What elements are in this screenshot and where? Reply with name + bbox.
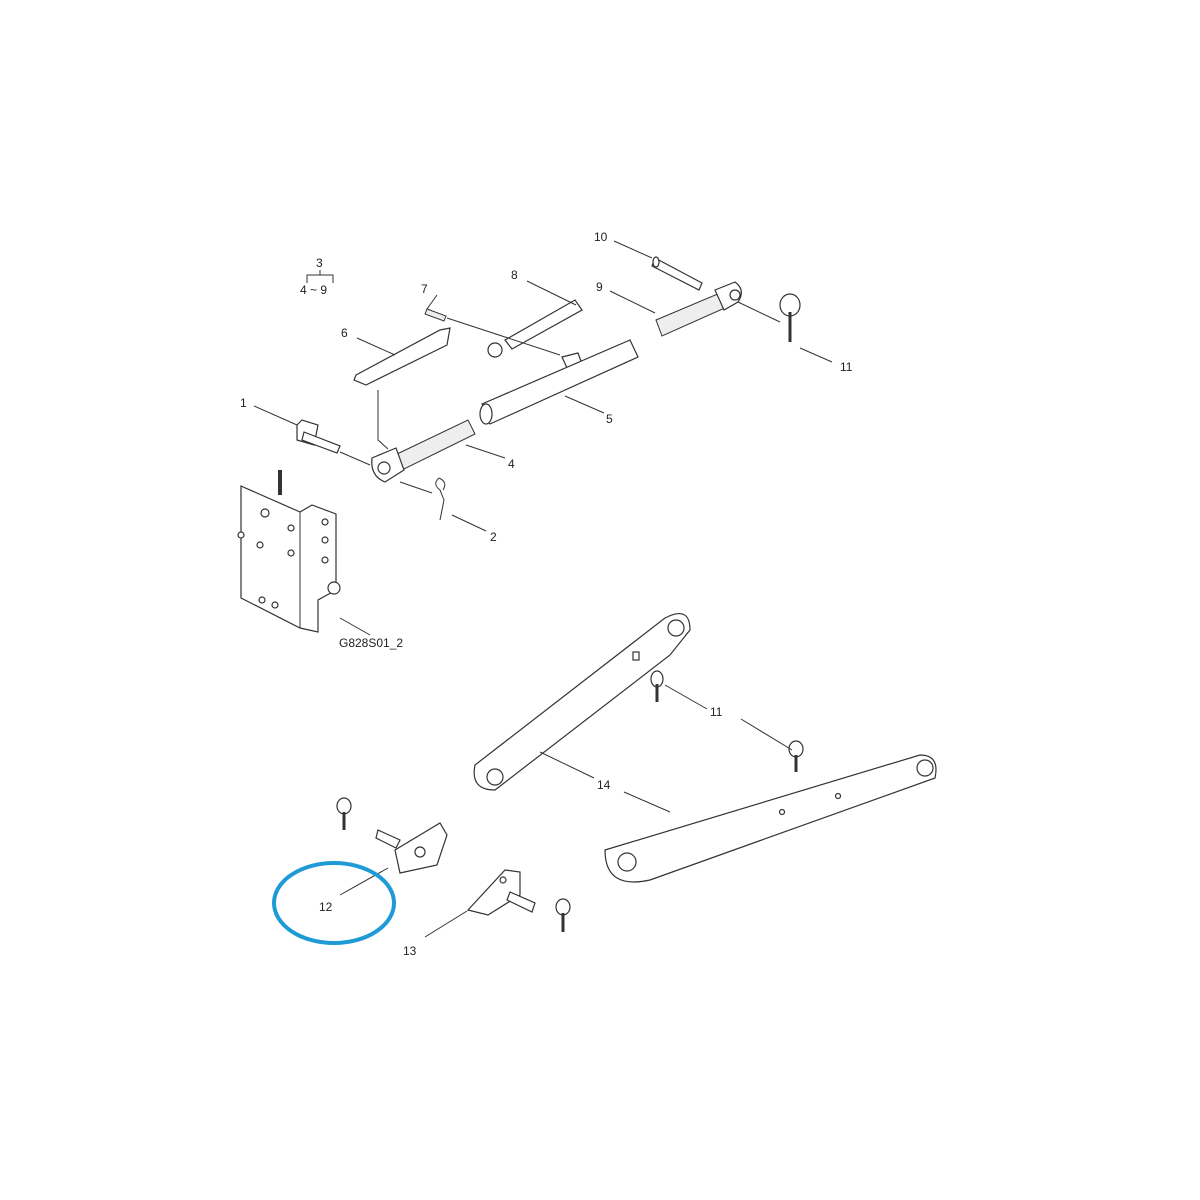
callout-12: 12 (319, 900, 333, 914)
callout-10: 10 (594, 230, 608, 244)
bracket-hole (260, 508, 270, 518)
link-ball-end (617, 852, 637, 872)
pin-shaft (301, 431, 341, 454)
pin-shaft (375, 829, 401, 849)
callout-4: 4 (508, 457, 515, 471)
part-4-threaded-end (371, 419, 476, 483)
bracket-hole (256, 541, 264, 549)
link-hole (834, 792, 842, 800)
bracket-hole (287, 524, 295, 532)
part-13-flange-pin (466, 869, 536, 916)
pin-ring (555, 898, 571, 916)
leader-line (539, 751, 671, 813)
leader-line (426, 294, 561, 356)
leader-line (356, 337, 396, 356)
lynch-pin (555, 898, 571, 932)
eye-hole (729, 289, 741, 301)
part-6-link (353, 327, 451, 386)
callout-13: 13 (403, 944, 417, 958)
part-7-roll-pin (424, 308, 447, 322)
leader-line (526, 280, 577, 306)
part-12-flange-pin (375, 822, 448, 874)
callout-11: 11 (840, 360, 853, 374)
handle-knob (487, 342, 503, 358)
flange-hole (499, 876, 507, 884)
leader-line (339, 867, 389, 896)
link-body (604, 754, 937, 883)
leader-line (564, 395, 605, 414)
callout-2: 2 (490, 530, 497, 544)
bracket-hole (321, 556, 329, 564)
link-hole (778, 808, 786, 816)
figure-code: G828S01_2 (339, 636, 403, 650)
callout-9: 9 (596, 280, 603, 294)
leader-line (664, 684, 793, 751)
part-8-handle (487, 299, 583, 369)
assembly-bracket-line (306, 270, 334, 283)
tube-end (479, 403, 493, 425)
part-9-threaded-end (655, 281, 742, 337)
link-ball-end (916, 759, 934, 777)
part-14-lower-link (604, 754, 937, 883)
leader-line (465, 444, 506, 459)
leader-line (253, 405, 371, 466)
leader-line (424, 910, 468, 938)
flange-plate (466, 869, 521, 916)
part-10-pin (651, 256, 703, 291)
leader-line (737, 301, 833, 363)
flange-hole (414, 846, 426, 858)
thread (394, 419, 476, 471)
callout-14: 14 (597, 778, 611, 792)
leader-line (613, 240, 653, 259)
handle-arm (504, 299, 583, 350)
part-11-lynch-pin (788, 740, 804, 772)
assembly-group-bracket: 3 4 ~ 9 (300, 256, 334, 297)
part-1-pin (296, 419, 341, 454)
callout-5: 5 (606, 412, 613, 426)
bracket-plate (240, 485, 337, 633)
bracket-hole (271, 601, 279, 609)
assembly-range-label: 4 ~ 9 (300, 283, 327, 297)
lynch-pin (336, 797, 352, 830)
bracket-hole (287, 549, 295, 557)
bracket-hole (321, 536, 329, 544)
callout-11: 11 (710, 705, 723, 719)
pin-head (652, 256, 660, 268)
callout-1: 1 (240, 396, 247, 410)
part-11-lynch-pin (650, 670, 664, 702)
bracket-boss (327, 581, 341, 595)
pin-shaft (506, 891, 536, 913)
part-2-r-clip (435, 477, 446, 521)
link-ball-end (486, 768, 504, 786)
leader-line (609, 290, 656, 314)
highlight-circle (272, 861, 396, 945)
part-14-lower-link (473, 612, 691, 791)
bracket-hole (321, 518, 329, 526)
callout-8: 8 (511, 268, 518, 282)
assembly-parent-label: 3 (316, 256, 323, 270)
eye-hole (377, 461, 391, 475)
bracket-hole (237, 531, 245, 539)
mounting-bracket (237, 470, 341, 633)
pin-ring (336, 797, 352, 815)
callout-7: 7 (421, 282, 428, 296)
thread (655, 292, 728, 337)
leader-lines (253, 240, 833, 938)
bracket-hole (258, 596, 266, 604)
leader-line (339, 617, 371, 636)
part-5-tube (479, 339, 639, 425)
link-ball-end (667, 619, 685, 637)
part-6-assembly-line (377, 390, 389, 450)
part-11-lynch-pin (779, 293, 801, 342)
leader-line (399, 481, 487, 532)
link-stud (632, 651, 640, 661)
tube-body (481, 339, 639, 425)
callout-6: 6 (341, 326, 348, 340)
